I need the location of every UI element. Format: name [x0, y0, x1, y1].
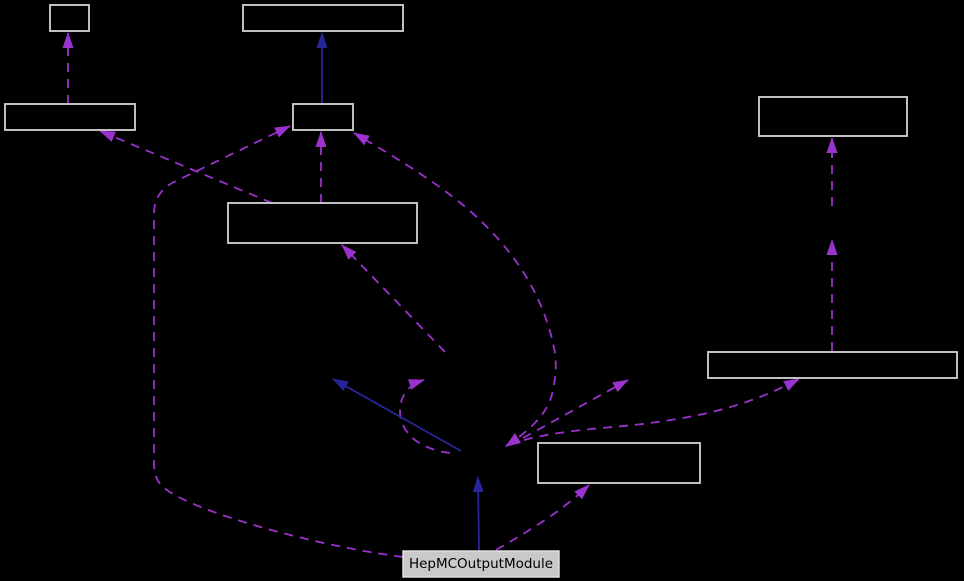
class-node-small-center[interactable] [292, 103, 354, 131]
class-node-top-center[interactable] [242, 4, 404, 32]
class-node-right-wide[interactable] [707, 351, 958, 379]
usage-edge-hepmc-loop-to-smallcenter [153, 125, 404, 558]
current-node-box [402, 550, 560, 578]
class-node-center-bottom[interactable] [537, 442, 701, 484]
inheritance-edge-junction-to-hidden [332, 378, 462, 452]
class-node-right-upper[interactable] [758, 96, 908, 137]
usage-edge-centerleft-to-left [99, 130, 273, 204]
usage-edges [62, 32, 838, 558]
current-node: HepMCOutputModule [402, 550, 560, 578]
inheritance-edge-hepmc-up [472, 476, 484, 552]
class-node-left[interactable] [4, 103, 136, 131]
class-node-center-left[interactable] [227, 202, 418, 244]
usage-edge-junction-to-hidden-right [522, 379, 629, 439]
usage-arrowhead-junction-icon [505, 433, 521, 447]
usage-edge-hidden-to-centerleft [341, 244, 446, 353]
usage-edge-hepmc-to-centerbottom [495, 484, 590, 551]
usage-edge-junction-to-rightwide [523, 378, 800, 441]
class-node-top-left[interactable] [49, 4, 90, 32]
usage-edge-junction-hook [399, 379, 451, 454]
current-node-label: HepMCOutputModule [409, 556, 553, 572]
class-nodes [4, 4, 958, 484]
